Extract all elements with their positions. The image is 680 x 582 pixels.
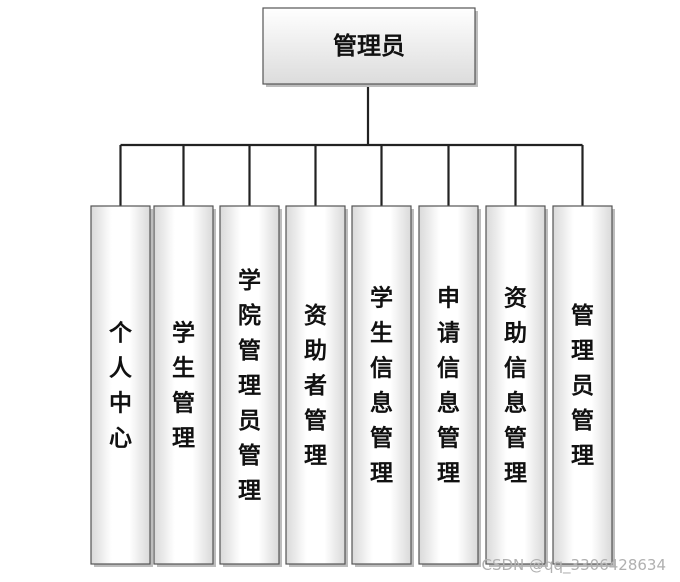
- module-node-box: [418, 205, 479, 565]
- root-node-box: [262, 7, 476, 85]
- module-node: 申请信息管理: [418, 205, 481, 567]
- module-node-label: 资助信息管理: [504, 286, 527, 487]
- module-nodes: 个人中心 学生管理 学院管理员管理 资助者管理 学生信息管理 申请信息管理 资助信息管理 管理…: [90, 205, 615, 567]
- module-node-label: 学生信息管理: [370, 285, 393, 487]
- root-node: 管理员: [262, 7, 478, 87]
- connector-lines: [119, 84, 584, 206]
- module-node: 资助信息管理: [485, 205, 548, 567]
- watermark: CSDN @qq_3306428634: [481, 556, 666, 574]
- module-node-box: [285, 205, 346, 565]
- module-node: 资助者管理: [285, 205, 348, 567]
- module-node: 学生管理: [153, 205, 216, 567]
- module-node-label: 学生管理: [172, 320, 195, 452]
- module-node-box: [351, 205, 412, 565]
- module-node-box: [153, 205, 214, 565]
- root-node-label: 管理员: [333, 32, 405, 60]
- module-node: 学院管理员管理: [219, 205, 282, 567]
- module-node-box: [485, 205, 546, 565]
- module-node-box: [552, 205, 613, 565]
- module-node-box: [219, 205, 280, 565]
- module-node-box: [90, 205, 151, 565]
- module-node: 个人中心: [90, 205, 153, 567]
- module-node-label: 资助者管理: [303, 303, 327, 469]
- module-node-label: 管理员管理: [571, 302, 594, 469]
- module-node: 学生信息管理: [351, 205, 414, 567]
- module-node-label: 个人中心: [109, 321, 133, 452]
- module-node-label: 申请信息管理: [437, 285, 460, 487]
- module-node: 管理员管理: [552, 205, 615, 567]
- module-node-label: 学院管理员管理: [238, 267, 261, 504]
